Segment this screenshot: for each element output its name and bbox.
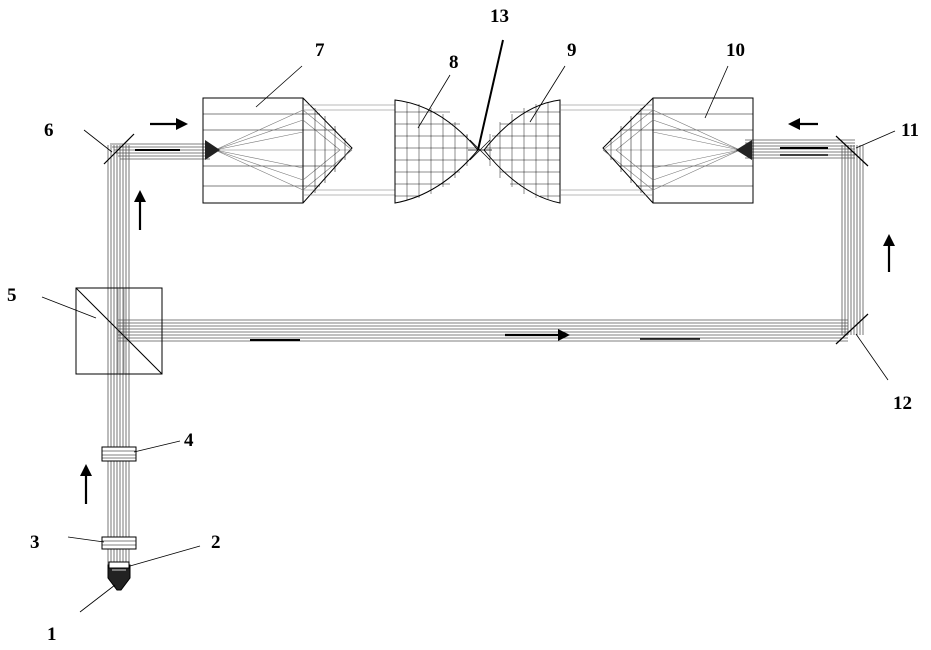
beam-splitter-5: [76, 288, 162, 374]
label-9: 9: [567, 40, 577, 61]
label-13: 13: [490, 6, 509, 27]
beam-vertical-right: [842, 145, 863, 335]
cone-hatch-7: [315, 108, 345, 193]
arrow-right-top-left-icon: [150, 118, 188, 130]
label-8: 8: [449, 52, 459, 73]
label-7: 7: [315, 40, 325, 61]
label-6: 6: [44, 120, 54, 141]
lens-3: [102, 537, 136, 549]
arrow-left-top-right-icon: [788, 118, 818, 130]
mirror-9-grid: [486, 102, 560, 200]
input-spot-7: [205, 140, 220, 160]
cone-hatch-10: [611, 108, 641, 193]
lens-4: [102, 447, 136, 461]
beam-expander-10: [603, 98, 753, 203]
arrow-right-bottom-icon: [505, 329, 570, 341]
label-3: 3: [30, 532, 40, 553]
parabolic-mirror-9: [484, 100, 560, 203]
mirror-8-grid: [395, 102, 476, 200]
arrow-up-left-icon: [134, 190, 146, 230]
light-source-1: [108, 565, 130, 590]
label-10: 10: [726, 40, 745, 61]
lens-2: [109, 562, 129, 568]
beam-horizontal-bottom: [118, 320, 848, 341]
label-1: 1: [47, 624, 57, 645]
label-5: 5: [7, 285, 17, 306]
beam-top-left: [110, 144, 210, 159]
label-2: 2: [211, 532, 221, 553]
rays-7: [215, 105, 395, 195]
rays-10: [560, 105, 740, 195]
label-4: 4: [184, 430, 194, 451]
arrow-up-bottom-left-icon: [80, 464, 92, 504]
arrow-up-right-icon: [883, 234, 895, 272]
input-spot-10: [736, 140, 752, 160]
parabolic-mirror-8: [395, 100, 478, 203]
label-12: 12: [893, 393, 912, 414]
label-11: 11: [901, 120, 919, 141]
beam-expander-7: [203, 98, 352, 203]
